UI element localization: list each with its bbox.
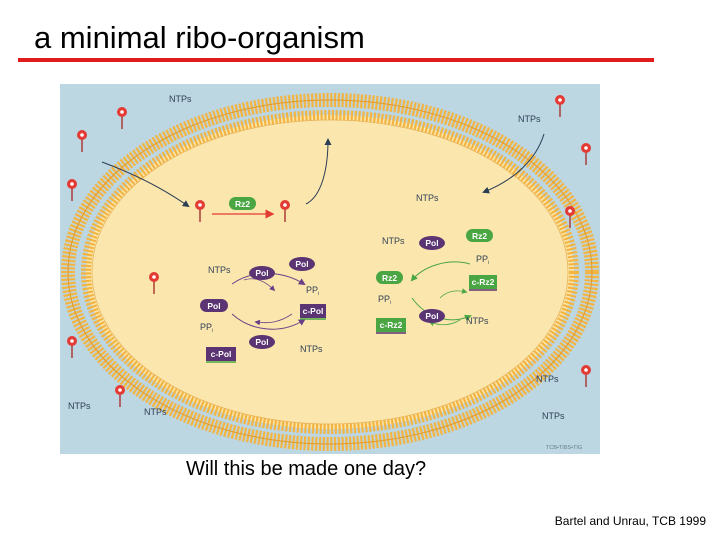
- c-pol-right-strand: c-Pol: [300, 304, 326, 320]
- nucleotide-icon: [280, 200, 290, 222]
- rz-cycle-ppi-mid: PPi: [378, 294, 391, 306]
- label-ntps-bottom-left-inner: NTPs: [144, 407, 167, 417]
- pol-left-label: Pol: [207, 301, 220, 311]
- nucleotide-icon: [117, 107, 127, 129]
- rz-cycle-ntps-in: NTPs: [382, 236, 405, 246]
- import-arrow-in: [101, 161, 190, 208]
- rz2-ribozyme-top: Rz2: [229, 197, 256, 210]
- rz2-right-label: Rz2: [472, 231, 487, 241]
- rz-cycle-pol-top: Pol: [419, 236, 445, 250]
- pol-cycle-ntps-out: NTPs: [300, 344, 323, 354]
- pol-left-ribozyme: Pol: [200, 299, 228, 312]
- c-rz2-bottom-strand: c-Rz2: [376, 318, 406, 334]
- import-arrow-up: [305, 138, 332, 205]
- label-ntps-top-right: NTPs: [518, 114, 541, 124]
- c-rz2-right-strand: c-Rz2: [469, 275, 497, 291]
- pol-bottom-label: Pol: [255, 337, 268, 347]
- slide-citation: Bartel and Unrau, TCB 1999: [554, 514, 706, 528]
- slide-caption: Will this be made one day?: [186, 458, 427, 480]
- pol-cycle-ntps-in: NTPs: [208, 265, 231, 275]
- rz2-replication-cycle: NTPs Pol Rz2 PPi Rz2 c-Rz2 PPi Pol NTPs …: [376, 229, 497, 334]
- label-ntps-bottom-right-lower: NTPs: [542, 411, 565, 421]
- nucleotide-icon: [565, 206, 575, 228]
- label-ntps-inner-right: NTPs: [416, 193, 439, 203]
- label-ntps-bottom-right-upper: NTPs: [536, 374, 559, 384]
- nucleotide-icon: [67, 179, 77, 201]
- rz-cycle-pol-bottom-label: Pol: [425, 311, 438, 321]
- slide-title: a minimal ribo-organism: [34, 20, 365, 55]
- pol-bottom-ribozyme: Pol: [249, 335, 275, 349]
- pol-right-top-label: Pol: [295, 259, 308, 269]
- nucleotide-icon: [115, 385, 125, 407]
- c-pol-right-label: c-Pol: [303, 306, 324, 316]
- rz-cycle-pol-top-label: Pol: [425, 238, 438, 248]
- nucleotide-icon: [77, 130, 87, 152]
- nucleotide-icon: [149, 272, 159, 294]
- nucleotide-icon: [195, 200, 205, 222]
- ribo-organism-diagram: NTPs NTPs NTPs NTPs NTPs NTPs Rz2 NTPs N…: [60, 84, 600, 454]
- rz2-top-label: Rz2: [235, 199, 250, 209]
- label-ntps-bottom-left-outer: NTPs: [68, 401, 91, 411]
- c-pol-bottom-label: c-Pol: [211, 349, 232, 359]
- nucleotide-icon: [581, 365, 591, 387]
- rz-cycle-pol-bottom: Pol: [419, 309, 445, 323]
- c-rz2-right-label: c-Rz2: [472, 277, 495, 287]
- label-ntps-top-left: NTPs: [169, 94, 192, 104]
- pol-top-label: Pol: [255, 268, 268, 278]
- nucleotide-icon: [581, 143, 591, 165]
- pol-cycle-ppi-right: PPi: [306, 285, 319, 297]
- pol-top-ribozyme: Pol: [249, 266, 275, 280]
- pol-replication-cycle: NTPs Pol Pol PPi Pol c-Pol PPi Pol NTPs …: [200, 257, 326, 363]
- pol-cycle-ppi-left: PPi: [200, 322, 213, 334]
- pol-right-top-ribozyme: Pol: [289, 257, 315, 271]
- ribo-organism-figure: NTPs NTPs NTPs NTPs NTPs NTPs Rz2 NTPs N…: [60, 84, 600, 454]
- nucleotide-icon: [555, 95, 565, 117]
- rz-cycle-ppi-top: PPi: [476, 254, 489, 266]
- rz2-left-ribozyme: Rz2: [376, 271, 403, 284]
- import-arrow-right: [482, 133, 545, 194]
- rz2-right-ribozyme: Rz2: [466, 229, 493, 242]
- rz-cycle-ntps-out: NTPs: [466, 316, 489, 326]
- c-rz2-bottom-label: c-Rz2: [380, 320, 403, 330]
- nucleotide-monomers: [67, 95, 591, 407]
- title-underline: [18, 58, 654, 62]
- nucleotide-icon: [67, 336, 77, 358]
- rz2-left-label: Rz2: [382, 273, 397, 283]
- figure-credit: TCB•TIBS•TIG: [546, 445, 582, 451]
- c-pol-bottom-strand: c-Pol: [206, 347, 236, 363]
